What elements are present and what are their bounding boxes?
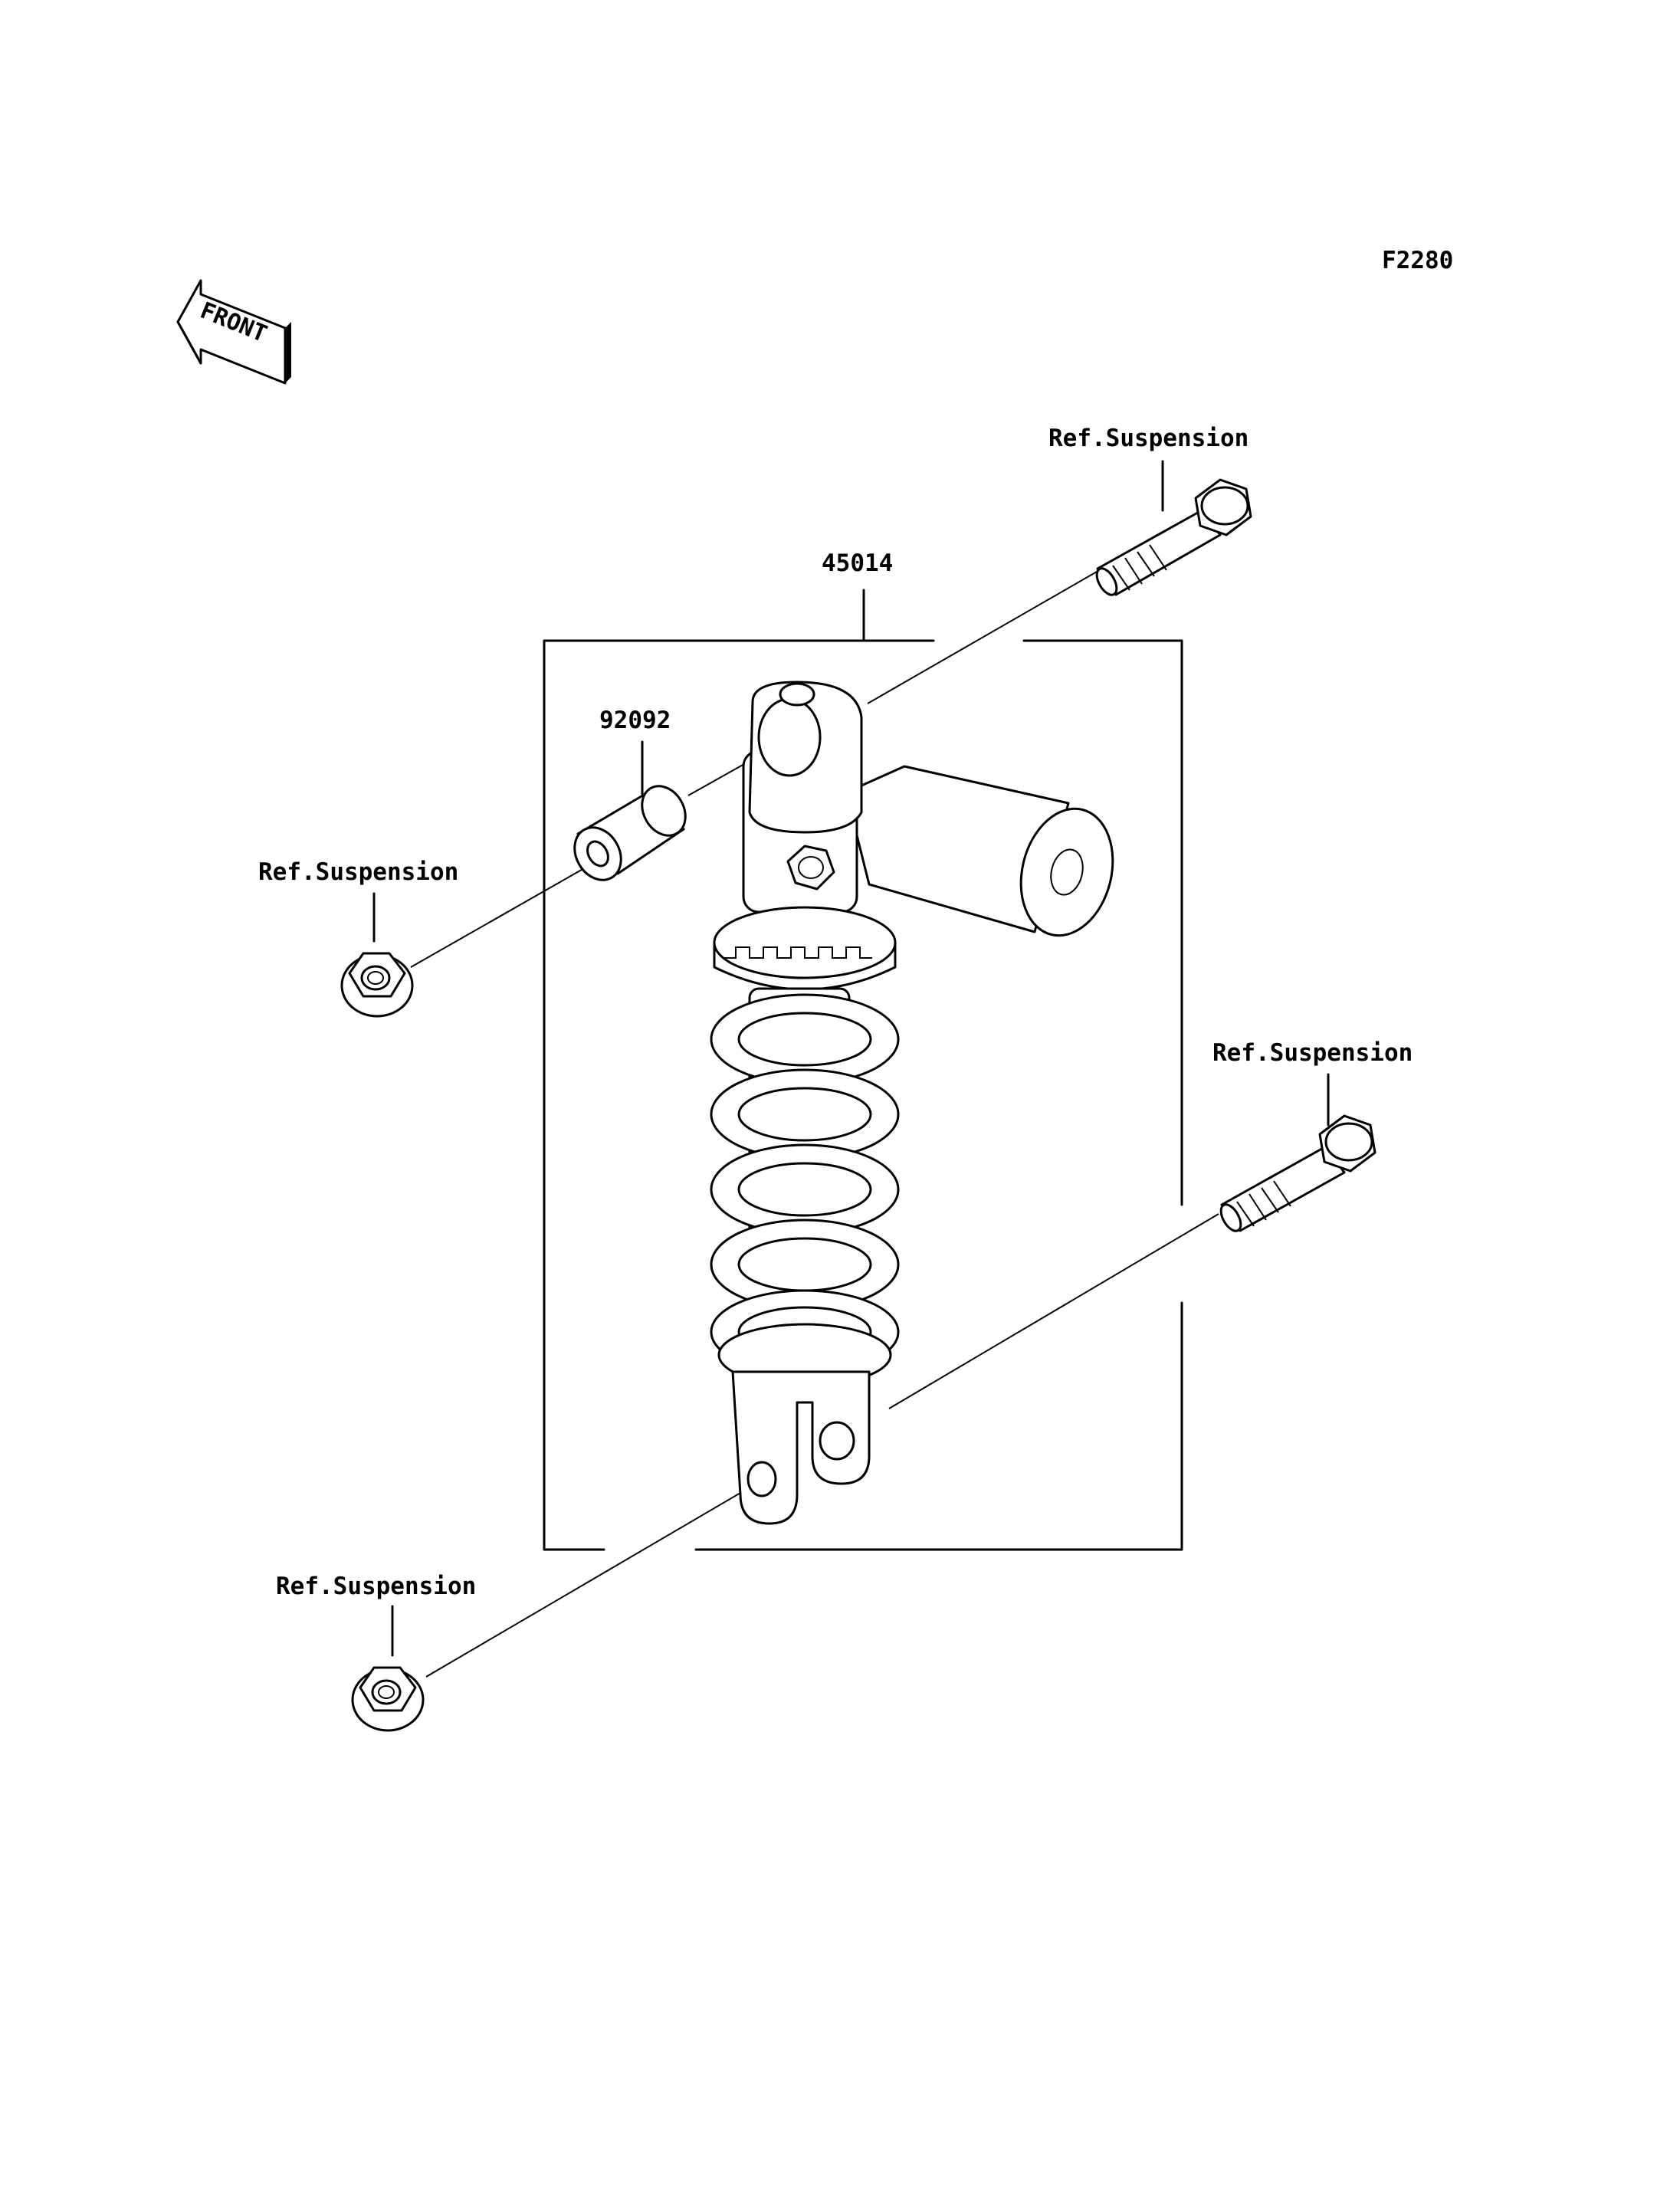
mounting-bolt-lower — [1219, 1114, 1376, 1232]
part-number-92092: 92092 — [599, 707, 671, 734]
ref-label-mid-right: Ref.Suspension — [1212, 1039, 1413, 1067]
ref-label-top-right: Ref.Suspension — [1048, 425, 1249, 452]
rear-shock-absorber — [710, 681, 1114, 1525]
ref-label-left: Ref.Suspension — [258, 858, 458, 886]
mounting-bolt-upper — [1095, 478, 1252, 596]
figure-code: F2280 — [1382, 247, 1453, 274]
flange-nut-lower — [351, 1666, 425, 1732]
flange-nut-upper — [340, 952, 414, 1018]
ref-label-bottom-left: Ref.Suspension — [276, 1573, 476, 1600]
leader-lines — [372, 460, 1330, 1678]
front-arrow-icon: FRONT — [176, 279, 291, 385]
part-number-45014: 45014 — [822, 549, 893, 577]
collar-part — [573, 785, 687, 881]
assembly-bracket — [543, 589, 1183, 1551]
